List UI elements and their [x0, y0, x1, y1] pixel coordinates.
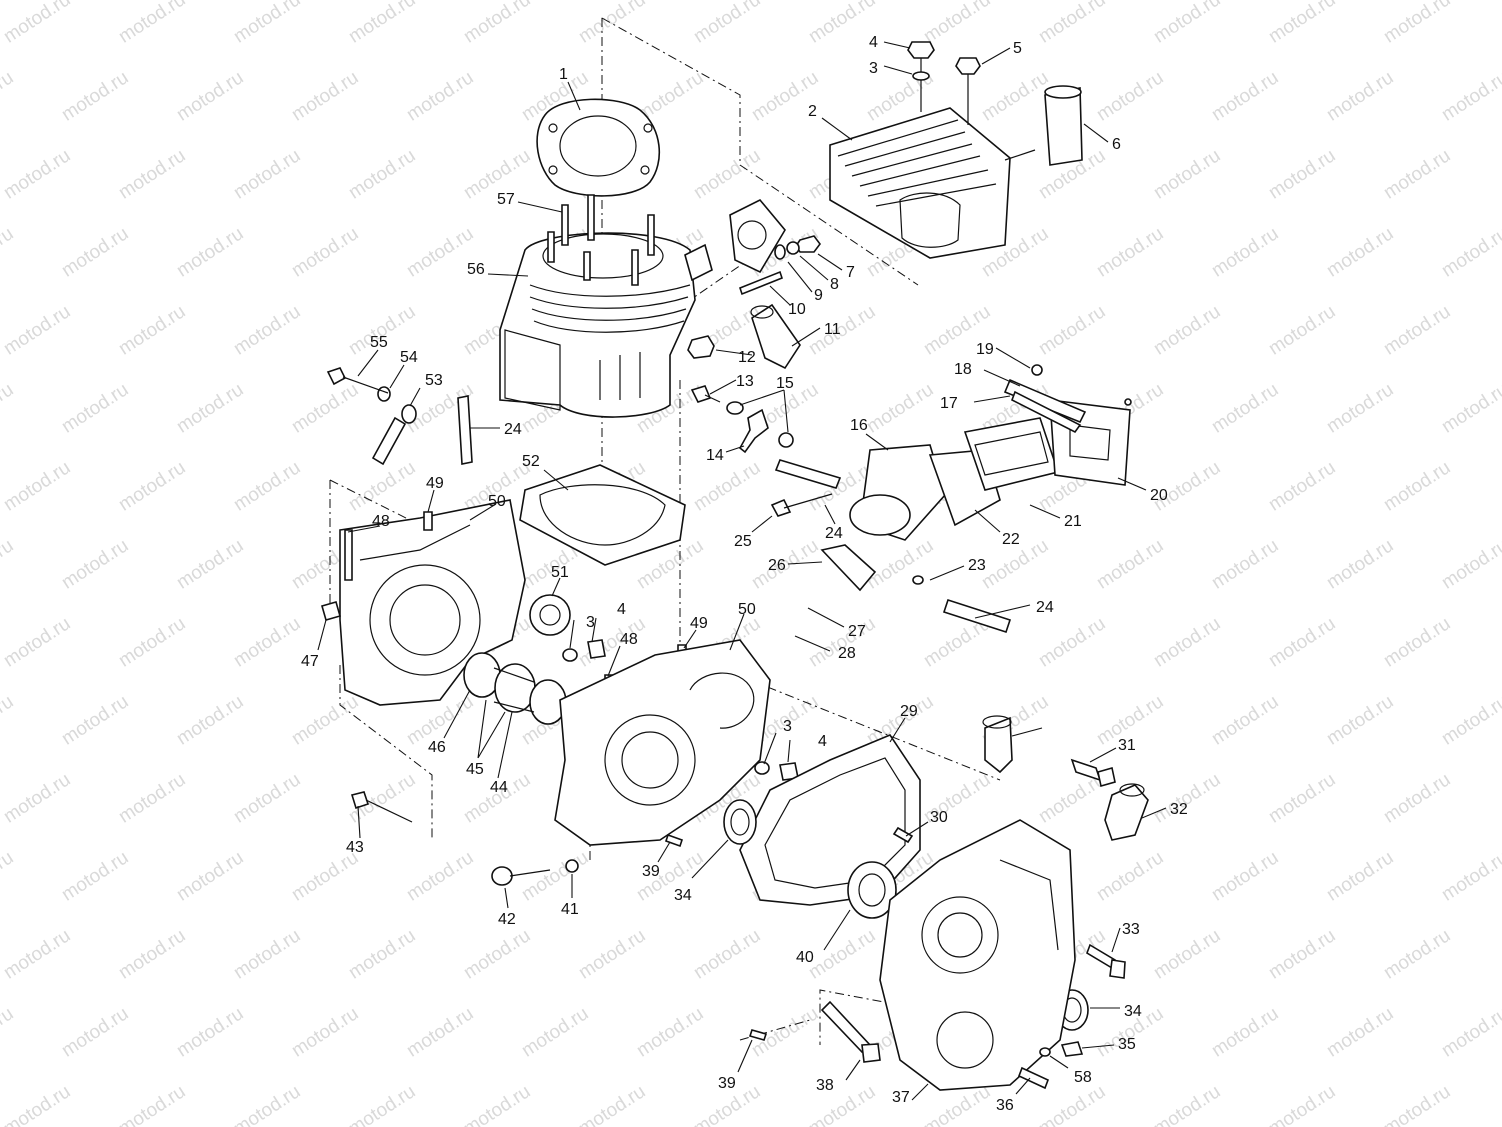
callout-27: 27 — [848, 623, 866, 640]
callout-29: 29 — [900, 703, 918, 720]
callout-42: 42 — [498, 911, 516, 928]
callout-3b: 3 — [586, 614, 595, 631]
callout-37: 37 — [892, 1089, 910, 1106]
callout-labels: 1 2 3 4 5 6 7 8 9 10 11 12 13 14 15 16 1… — [301, 34, 1188, 1114]
stud-hardware — [739, 235, 821, 296]
callout-26: 26 — [768, 557, 786, 574]
callout-6: 6 — [1112, 136, 1121, 153]
callout-22: 22 — [1002, 531, 1020, 548]
callout-12: 12 — [738, 349, 756, 366]
callout-3: 3 — [869, 60, 878, 77]
center-plug — [562, 639, 799, 781]
callout-36: 36 — [996, 1097, 1014, 1114]
callout-45: 45 — [466, 761, 484, 778]
callout-14: 14 — [706, 447, 724, 464]
callout-40: 40 — [796, 949, 814, 966]
callout-24a: 24 — [504, 421, 522, 438]
callout-15: 15 — [776, 375, 794, 392]
callout-34b: 34 — [1124, 1003, 1142, 1020]
callout-41: 41 — [561, 901, 579, 918]
callout-50b: 50 — [738, 601, 756, 618]
callout-leader-lines — [317, 41, 1167, 1101]
callout-21: 21 — [1064, 513, 1082, 530]
callout-20: 20 — [1150, 487, 1168, 504]
callout-31: 31 — [1118, 737, 1136, 754]
callout-7: 7 — [846, 264, 855, 281]
callout-30: 30 — [930, 809, 948, 826]
callout-8: 8 — [830, 276, 839, 293]
cylinder-head — [829, 107, 1036, 259]
callout-13: 13 — [736, 373, 754, 390]
callout-10: 10 — [788, 301, 806, 318]
callout-19: 19 — [976, 341, 994, 358]
intake-elbow-upper — [750, 303, 801, 370]
callout-46: 46 — [428, 739, 446, 756]
callout-4: 4 — [869, 34, 878, 51]
callout-18: 18 — [954, 361, 972, 378]
callout-1: 1 — [559, 66, 568, 83]
callout-48b: 48 — [620, 631, 638, 648]
callout-51: 51 — [551, 564, 569, 581]
intake-elbow-lower — [982, 715, 1013, 774]
callout-44: 44 — [490, 779, 508, 796]
small-pins — [350, 791, 914, 1041]
callout-25: 25 — [734, 533, 752, 550]
callout-38: 38 — [816, 1077, 834, 1094]
callout-33: 33 — [1122, 921, 1140, 938]
callout-17: 17 — [940, 395, 958, 412]
callout-4b: 4 — [617, 601, 626, 618]
crankcase-half-center — [554, 639, 771, 846]
hose-clamps — [457, 395, 1012, 634]
crankcase-cover — [879, 819, 1076, 1091]
callout-49b: 49 — [690, 615, 708, 632]
head-gasket — [536, 98, 661, 197]
callout-9: 9 — [814, 287, 823, 304]
callout-53: 53 — [425, 372, 443, 389]
callout-50a: 50 — [488, 493, 506, 510]
callout-11: 11 — [824, 321, 841, 338]
callout-2: 2 — [808, 103, 817, 120]
callout-52: 52 — [522, 453, 540, 470]
exhaust-gasket — [729, 199, 786, 274]
callout-48a: 48 — [372, 513, 390, 530]
callout-39a: 39 — [642, 863, 660, 880]
oil-seal-left — [723, 799, 757, 845]
callout-23: 23 — [968, 557, 986, 574]
callout-24b: 24 — [825, 525, 843, 542]
callout-58: 58 — [1074, 1069, 1092, 1086]
cover-bearing — [847, 861, 897, 919]
callout-32: 32 — [1170, 801, 1188, 818]
callout-54: 54 — [400, 349, 418, 366]
small-fittings — [687, 335, 794, 454]
pin-and-bolt-left — [326, 367, 417, 466]
callout-5: 5 — [1013, 40, 1022, 57]
cover-hardware — [820, 758, 1149, 1090]
callout-49a: 49 — [426, 475, 444, 492]
base-gasket — [519, 464, 686, 566]
callout-43: 43 — [346, 839, 364, 856]
head-hardware — [907, 41, 981, 125]
callout-55: 55 — [370, 334, 388, 351]
callout-34a: 34 — [674, 887, 692, 904]
callout-56: 56 — [467, 261, 485, 278]
callout-16: 16 — [850, 417, 868, 434]
callout-28: 28 — [838, 645, 856, 662]
callout-57: 57 — [497, 191, 515, 208]
crank-bearings — [463, 594, 571, 725]
callout-47: 47 — [301, 653, 319, 670]
cylinder — [499, 194, 713, 418]
callout-35: 35 — [1118, 1036, 1136, 1053]
reed-valve-assembly — [849, 364, 1132, 541]
head-fitting — [1044, 85, 1083, 166]
callout-39b: 39 — [718, 1075, 736, 1092]
callout-24c: 24 — [1036, 599, 1054, 616]
callout-4c: 4 — [818, 733, 827, 750]
callout-3c: 3 — [783, 718, 792, 735]
